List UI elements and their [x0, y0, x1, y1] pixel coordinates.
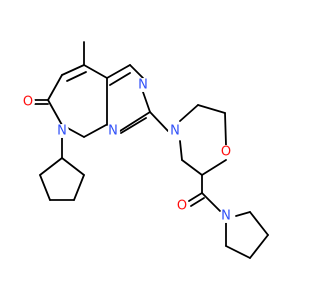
bond-cp4	[39, 174, 51, 201]
atom-n-ring1: N	[168, 124, 182, 139]
atom-o-keto-label: O	[23, 95, 33, 110]
atom-o-amide: O	[175, 199, 189, 214]
atom-n-bot: N	[55, 124, 69, 139]
bond-c4a-c4-inner	[109, 72, 131, 86]
bond-p2	[225, 245, 251, 259]
atom-n-top: N	[136, 78, 150, 93]
bond-c4-n3	[129, 64, 144, 79]
atom-o-morph-label: O	[221, 145, 231, 160]
atom-o-morph: O	[219, 145, 233, 160]
bond-c6-c7	[47, 74, 63, 101]
bond-c5-c4a	[83, 64, 108, 79]
bond-c2-nmorph	[149, 111, 169, 132]
atom-n-pyrr: N	[219, 209, 233, 224]
atom-n-top-label: N	[138, 78, 148, 93]
bond-c2-n1-inner	[120, 117, 147, 134]
bond-c7-n8	[47, 99, 63, 126]
bond-c8a-n1	[83, 124, 107, 138]
bond-p5	[235, 211, 251, 217]
bond-m4	[201, 159, 227, 176]
bond-cp2	[73, 174, 85, 201]
atom-n-mid: N	[106, 124, 120, 139]
bond-m2	[197, 104, 226, 114]
atom-label-layer: N N N N O O O N	[21, 78, 233, 224]
atom-n-bot-label: N	[57, 124, 67, 139]
atom-n-ring1-label: N	[170, 124, 180, 139]
bond-c-o-amide-second	[190, 197, 205, 207]
atom-o-amide-label: O	[177, 199, 187, 214]
bond-n3-c2	[142, 91, 151, 113]
bond-cp1	[61, 157, 85, 176]
atom-n-pyrr-label: N	[221, 209, 231, 224]
structure-svg: N N N N O O O N	[21, 41, 269, 259]
bond-c-o-amide	[188, 192, 203, 202]
bond-m5	[181, 159, 203, 176]
molecule-diagram: N N N N O O O N	[21, 41, 269, 259]
bond-c-n-amide	[201, 192, 221, 212]
bond-m1	[179, 104, 199, 122]
atom-n-mid-label: N	[108, 124, 118, 139]
bond-p3	[249, 234, 269, 259]
bond-m6	[179, 140, 183, 161]
atom-o-keto: O	[21, 95, 35, 110]
bond-c5-c6-inner	[66, 71, 87, 82]
bond-c5-c6	[61, 64, 85, 76]
bond-p4	[249, 211, 269, 236]
bond-cp5	[39, 157, 63, 176]
bond-m3	[224, 112, 227, 146]
bond-c4a-c4	[106, 64, 131, 79]
bond-c2-n1	[119, 111, 151, 132]
bond-layer	[34, 41, 269, 259]
